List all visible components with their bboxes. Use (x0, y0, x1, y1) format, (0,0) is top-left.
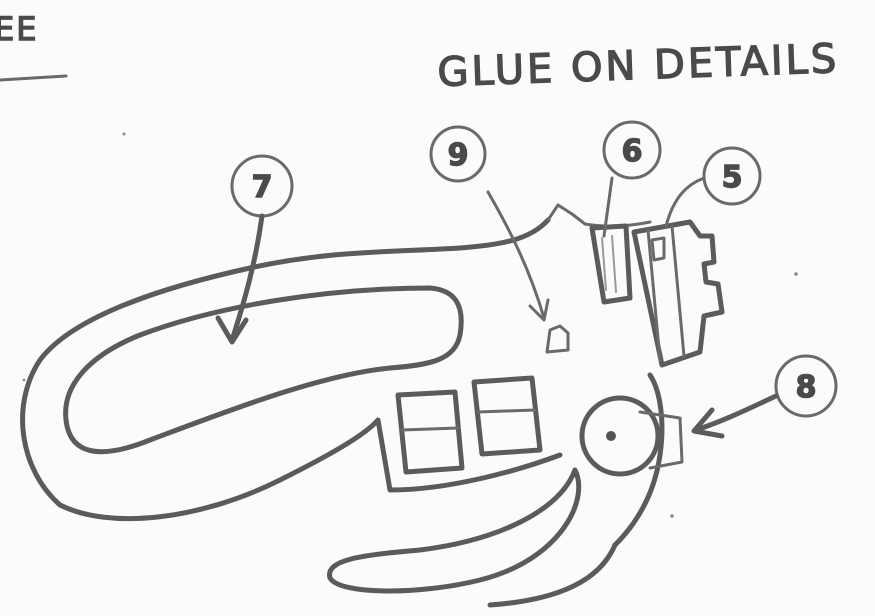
callout-label: 5 (722, 160, 743, 195)
leader-line (666, 178, 704, 226)
detail-strip-6 (592, 226, 630, 302)
callout-5: 5 (666, 148, 760, 226)
callout-label: 9 (448, 138, 469, 173)
wheel-detail-8 (582, 398, 682, 474)
callout-label: 6 (622, 134, 643, 169)
leader-arrow (488, 192, 544, 318)
window-cutouts (398, 378, 540, 472)
arrowhead (218, 318, 246, 342)
callout-7: 7 (218, 156, 292, 342)
part-outline (23, 205, 662, 605)
corner-underline (0, 76, 66, 80)
corner-text-fragment: EE (0, 10, 38, 48)
detail-block-5 (634, 222, 722, 365)
heading-glue-on-details: GLUE ON DETAILS (437, 36, 840, 96)
callout-label: 8 (796, 370, 817, 405)
callout-label: 7 (252, 170, 273, 205)
callout-8: 8 (694, 356, 836, 436)
vent-detail (547, 326, 568, 352)
callout-6: 6 (604, 122, 660, 236)
